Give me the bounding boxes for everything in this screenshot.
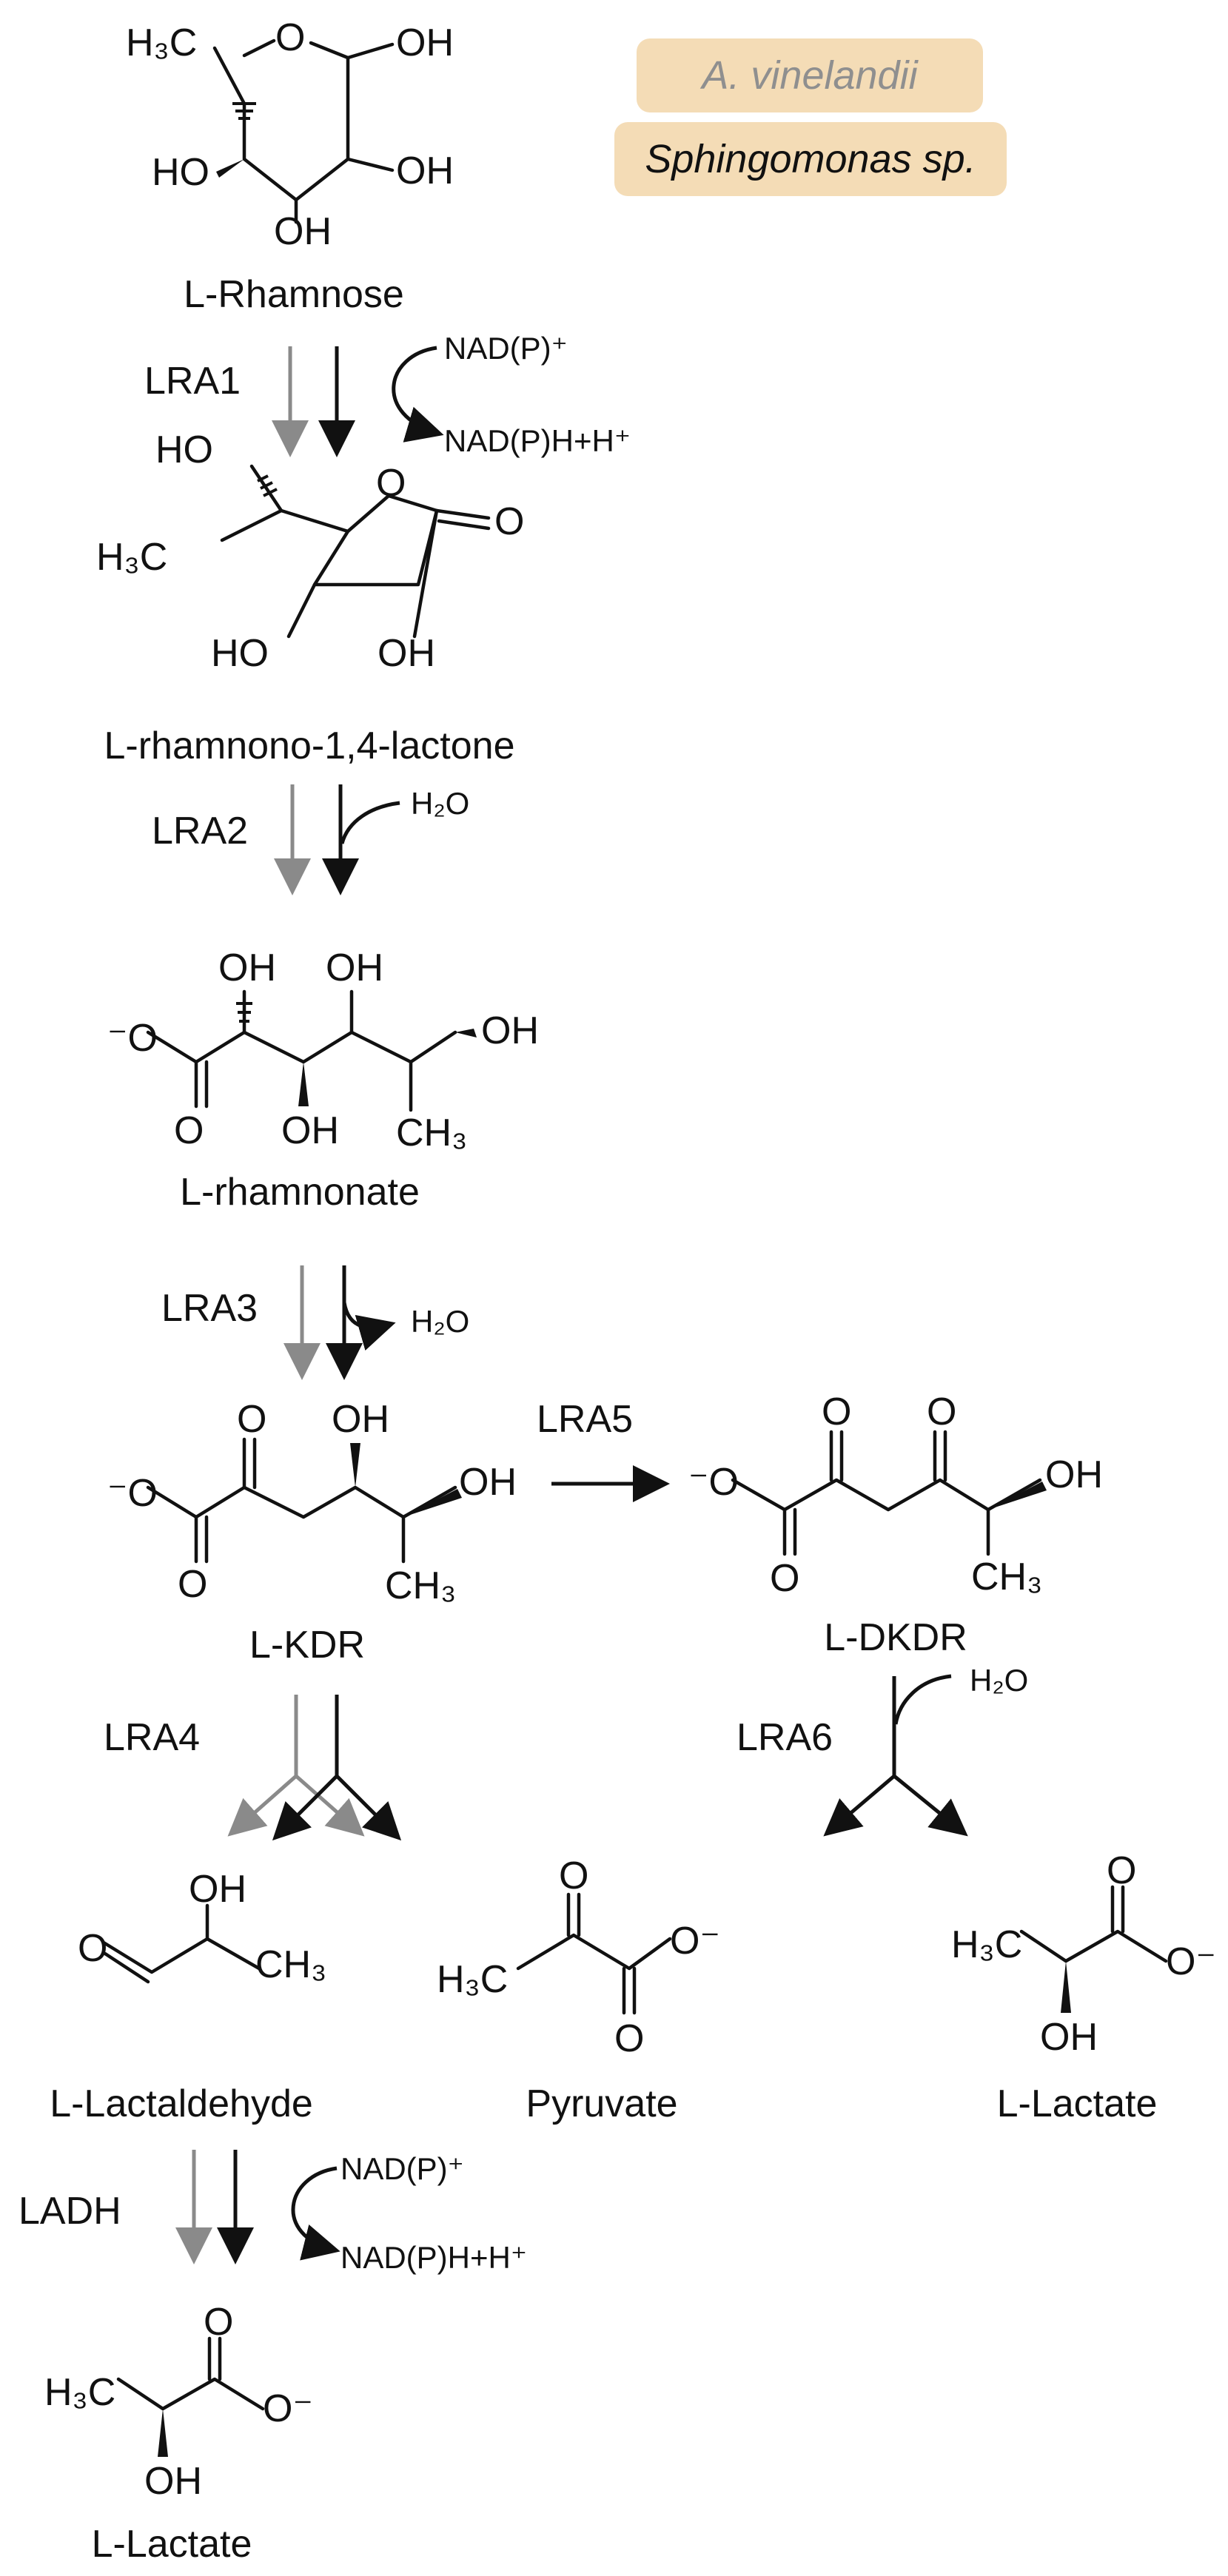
atom-ch3: CH₃ [971,1556,1042,1598]
legend-organism-a: A. vinelandii [699,53,919,98]
atom-oh: OH [144,2460,202,2503]
cofactor-lra3-water: H₂O [411,1304,469,1339]
enzyme-lra2: LRA2 [152,810,248,852]
atom-o: O [178,1563,207,1606]
atom-o: O [237,1398,266,1441]
structure-lactone: HO H₃C O O HO OH [96,428,524,675]
enzyme-lra4: LRA4 [104,1716,200,1759]
structure-rhamnonate: ⁻O O OH OH OH OH CH₃ [107,946,539,1154]
compound-lactone: L-rhamnono-1,4-lactone [104,724,515,767]
cofactor-lra1-in: NAD(P)⁺ [444,331,568,366]
structure-kdr: ⁻O O O OH OH CH₃ [107,1398,517,1607]
atom-h3c: H₃C [44,2371,115,2414]
structure-rhamnose: O OH OH OH HO H₃C [126,16,454,253]
legend-organism-b: Sphingomonas sp. [645,137,976,181]
atom-o-minus: ⁻O [107,1472,158,1515]
structure-pyruvate: H₃C O O O⁻ [437,1854,720,2060]
enzyme-lra6: LRA6 [737,1716,833,1759]
atom-o: O [494,500,524,543]
atom-ho: HO [211,632,269,675]
compound-rhamnose: L-Rhamnose [184,273,404,316]
atom-o: O [559,1854,588,1897]
enzyme-ladh: LADH [19,2190,121,2233]
compound-lactate-bottom: L-Lactate [92,2523,252,2566]
cofactor-lra6-water: H₂O [970,1663,1028,1698]
cofactor-arrow-lra6 [893,1674,952,1725]
atom-ch3: CH₃ [396,1112,467,1154]
atom-o-minus: ⁻O [107,1017,158,1060]
atom-oh: OH [396,21,454,64]
legend-box-b [614,122,1007,196]
atom-o: O [1107,1849,1136,1892]
atom-o: O [770,1557,799,1600]
atom-h3c: H₃C [437,1958,508,2001]
atom-o: O [204,2301,233,2344]
arrow-lra4-black [272,1695,402,1841]
atom-o-minus: O⁻ [263,2387,313,2430]
atom-o-minus: O⁻ [1166,1940,1216,1983]
atom-oh: OH [459,1461,517,1504]
atom-oh: OH [189,1868,246,1911]
compound-lactaldehyde: L-Lactaldehyde [50,2082,313,2125]
structure-lactate-bottom: H₃C O O⁻ OH [44,2301,313,2503]
atom-oh: OH [274,210,332,253]
atom-oh: OH [281,1109,339,1152]
enzyme-lra5: LRA5 [537,1398,633,1441]
atom-o-minus: ⁻O [688,1461,739,1504]
enzyme-lra3: LRA3 [161,1287,258,1330]
atom-oh: OH [332,1398,389,1441]
structure-lactate-right: H₃C O O⁻ OH [951,1849,1216,2059]
atom-o-minus: O⁻ [670,1920,720,1963]
arrow-lra6-black [823,1676,968,1837]
cofactor-lra2-water: H₂O [411,786,469,821]
structure-lactaldehyde: O OH CH₃ [78,1868,326,1986]
cofactor-ladh-out: NAD(P)H+H⁺ [340,2240,527,2275]
atom-oh: OH [326,946,383,989]
atom-o: O [614,2017,644,2060]
compound-dkdr: L-DKDR [824,1616,967,1659]
atom-oh: OH [481,1009,539,1052]
cofactor-arrow-ladh [291,2166,340,2261]
atom-h3c: H₃C [126,21,197,64]
atom-oh: OH [218,946,276,989]
atom-oh: OH [396,149,454,192]
cofactor-arrow-lra3 [342,1302,396,1351]
enzyme-lra1: LRA1 [144,360,241,403]
cofactor-arrow-lra1 [392,346,444,443]
atom-h3c: H₃C [951,1923,1022,1966]
atom-o: O [78,1927,107,1970]
atom-o: O [927,1390,956,1433]
compound-lactate-right: L-Lactate [997,2082,1158,2125]
compound-rhamnonate: L-rhamnonate [180,1171,420,1214]
cofactor-lra1-out: NAD(P)H+H⁺ [444,423,631,458]
atom-ho: HO [155,428,213,471]
legend: A. vinelandii Sphingomonas sp. [614,38,1007,196]
atom-ch3: CH₃ [255,1943,326,1986]
structure-dkdr: ⁻O O O O OH CH₃ [688,1390,1103,1600]
legend-box-a [637,38,983,112]
arrow-lra4-grey [227,1695,365,1837]
atom-oh: OH [378,632,435,675]
cofactor-ladh-in: NAD(P)⁺ [340,2151,464,2186]
atom-oh: OH [1040,2016,1098,2059]
atom-h3c: H₃C [96,536,167,579]
atom-ho: HO [152,151,209,194]
atom-o: O [174,1109,204,1152]
atom-o: O [275,16,305,59]
atom-o: O [822,1390,851,1433]
cofactor-arrow-lra2 [340,801,400,844]
compound-pyruvate: Pyruvate [526,2082,677,2125]
atom-oh: OH [1045,1453,1103,1496]
atom-ch3: CH₃ [385,1564,456,1607]
atom-o: O [376,462,406,505]
compound-kdr: L-KDR [249,1624,365,1667]
